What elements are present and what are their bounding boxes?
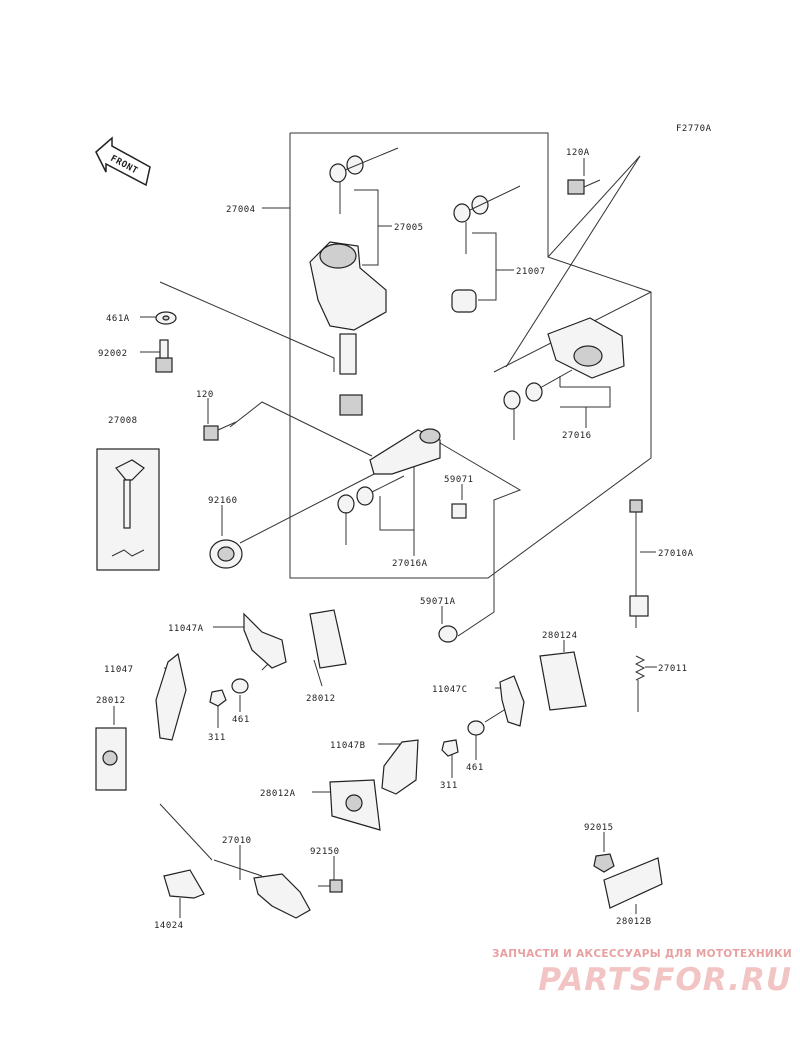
label-280124: 280124 — [542, 631, 578, 641]
bolt-92002-icon — [155, 339, 173, 373]
label-27010: 27010 — [222, 836, 252, 846]
connector-14024-icon — [163, 869, 205, 899]
reflector-28012B-icon — [603, 857, 663, 909]
bracket-11047B-icon — [381, 739, 419, 795]
ignition-switch-icon — [309, 241, 387, 416]
reflector-28012A-icon — [329, 779, 381, 831]
reflector-28012-icon — [309, 609, 347, 669]
label-11047B: 11047B — [330, 741, 366, 751]
watermark-tagline: ЗАПЧАСТИ И АКСЕССУАРЫ ДЛЯ МОТОТЕХНИКИ — [492, 948, 792, 960]
bolt-120A-icon — [567, 179, 601, 195]
bracket-11047C-icon — [499, 675, 525, 727]
label-120: 120 — [196, 390, 214, 400]
reflector-28012b-icon — [95, 727, 127, 791]
label-92160: 92160 — [208, 496, 238, 506]
bracket-11047A-icon — [243, 612, 287, 669]
nut-461b-icon — [467, 720, 485, 736]
reflector-280124-icon — [539, 651, 587, 711]
label-461A: 461A — [106, 314, 130, 324]
label-92150: 92150 — [310, 847, 340, 857]
nut-461a-icon — [231, 678, 249, 694]
bolt-92150-icon — [318, 879, 343, 893]
key-card-27008-icon — [96, 448, 160, 571]
label-120A: 120A — [566, 148, 590, 158]
washer-461A-icon — [155, 311, 177, 325]
label-27010A: 27010A — [658, 549, 694, 559]
switch-27010A-icon — [629, 499, 649, 628]
nut-311b-icon — [441, 739, 459, 757]
label-11047A: 11047A — [168, 624, 204, 634]
nut-92015-icon — [593, 853, 615, 873]
label-27008: 27008 — [108, 416, 138, 426]
label-92002: 92002 — [98, 349, 128, 359]
label-461a: 461 — [232, 715, 250, 725]
label-59071A: 59071A — [420, 597, 456, 607]
label-11047: 11047 — [104, 665, 134, 675]
key-pair-21007-icon — [451, 185, 521, 313]
bracket-11047-icon — [155, 652, 187, 741]
label-21007: 21007 — [516, 267, 546, 277]
label-27016: 27016 — [562, 431, 592, 441]
label-28012a: 28012 — [306, 694, 336, 704]
label-28012A: 28012A — [260, 789, 296, 799]
watermark-logo: PARTSFOR.RU — [538, 962, 792, 998]
figure-code: F2770A — [676, 124, 712, 134]
label-92015: 92015 — [584, 823, 614, 833]
wire-lines — [159, 281, 522, 723]
label-27011: 27011 — [658, 664, 688, 674]
clip-59071A-icon — [438, 625, 458, 643]
nut-311a-icon — [209, 689, 227, 707]
switch-27010-icon — [159, 803, 311, 919]
leader-lines — [113, 158, 657, 918]
lock-cylinder-27016A-icon — [337, 428, 441, 545]
label-28012B: 28012B — [616, 917, 652, 927]
bolt-120-icon — [203, 421, 237, 441]
clip-59071-icon — [451, 503, 467, 519]
label-27005: 27005 — [394, 223, 424, 233]
label-27016A: 27016A — [392, 559, 428, 569]
label-27004: 27004 — [226, 205, 256, 215]
label-311b: 311 — [440, 781, 458, 791]
label-59071: 59071 — [444, 475, 474, 485]
front-arrow-icon: FRONT — [95, 136, 151, 187]
grommet-92160-icon — [209, 539, 243, 569]
label-311a: 311 — [208, 733, 226, 743]
label-28012b: 28012 — [96, 696, 126, 706]
spring-27011-icon — [634, 655, 646, 712]
key-pair-27005-icon — [329, 147, 399, 214]
label-11047C: 11047C — [432, 685, 468, 695]
part-labels: 27004 27005 21007 120A 461A 92002 120 27… — [96, 148, 694, 931]
label-14024: 14024 — [154, 921, 184, 931]
label-461b: 461 — [466, 763, 484, 773]
seat-lock-27016-icon — [503, 317, 625, 440]
